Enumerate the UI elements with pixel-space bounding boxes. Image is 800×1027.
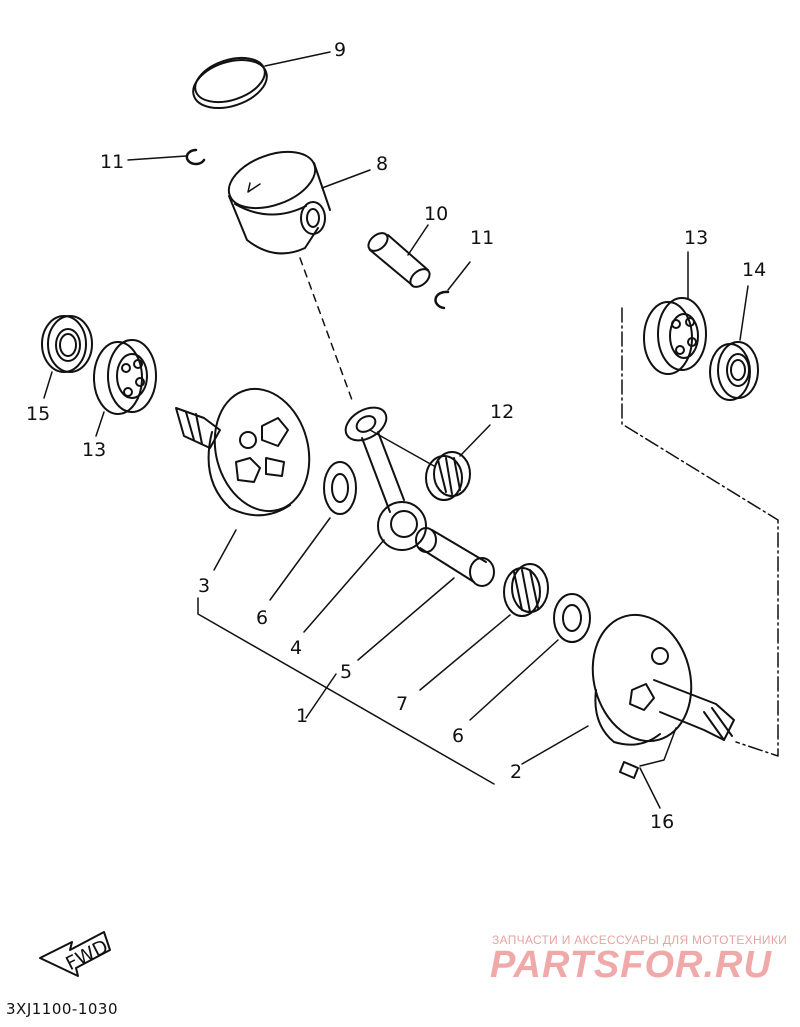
small-end-bearing [425,424,491,501]
crank-web-left [175,387,311,571]
callout-6-lower: 6 [452,725,464,747]
callout-8: 8 [376,153,388,175]
crank-pin [357,527,495,661]
bearing-left [93,339,157,437]
oil-seal-right [709,285,759,401]
callout-6-upper: 6 [256,607,268,629]
callout-7: 7 [396,693,408,715]
callout-14: 14 [742,259,766,281]
callout-3: 3 [198,575,210,597]
washer-upper [269,461,357,601]
piston [227,150,371,255]
callout-13-left: 13 [82,439,106,461]
callout-2: 2 [510,761,522,783]
bearing-right [643,251,707,375]
callout-10: 10 [424,203,448,225]
watermark-logo: PARTSFOR.RU [490,944,772,987]
connecting-rod [303,406,427,633]
assembly-bracket [197,597,495,785]
circlip-left [127,148,206,166]
watermark-tagline: ЗАПЧАСТИ И АКСЕССУАРЫ ДЛЯ МОТОТЕХНИКИ [492,933,788,947]
diagram-code: 3XJ1100-1030 [6,1000,119,1018]
circlip-right [434,261,471,310]
oil-seal-left [41,315,93,399]
watermark-brand-part2: FOR.RU [620,944,772,986]
callout-9: 9 [334,39,346,61]
piston-ring [192,51,331,109]
callout-11-right: 11 [470,227,494,249]
callout-11-left: 11 [100,151,124,173]
callout-13-right: 13 [684,227,708,249]
washer-lower [469,593,591,721]
fwd-arrow-icon [39,931,111,977]
big-end-bearing [419,563,549,691]
woodruff-key [619,727,677,809]
piston-pin [367,224,431,288]
callout-4: 4 [290,637,302,659]
callout-15: 15 [26,403,50,425]
callout-1: 1 [296,705,308,727]
crank-web-right [521,613,735,765]
callout-12: 12 [490,401,514,423]
callout-5: 5 [340,661,352,683]
callout-16: 16 [650,811,674,833]
watermark-brand-part1: PARTS [490,944,621,986]
